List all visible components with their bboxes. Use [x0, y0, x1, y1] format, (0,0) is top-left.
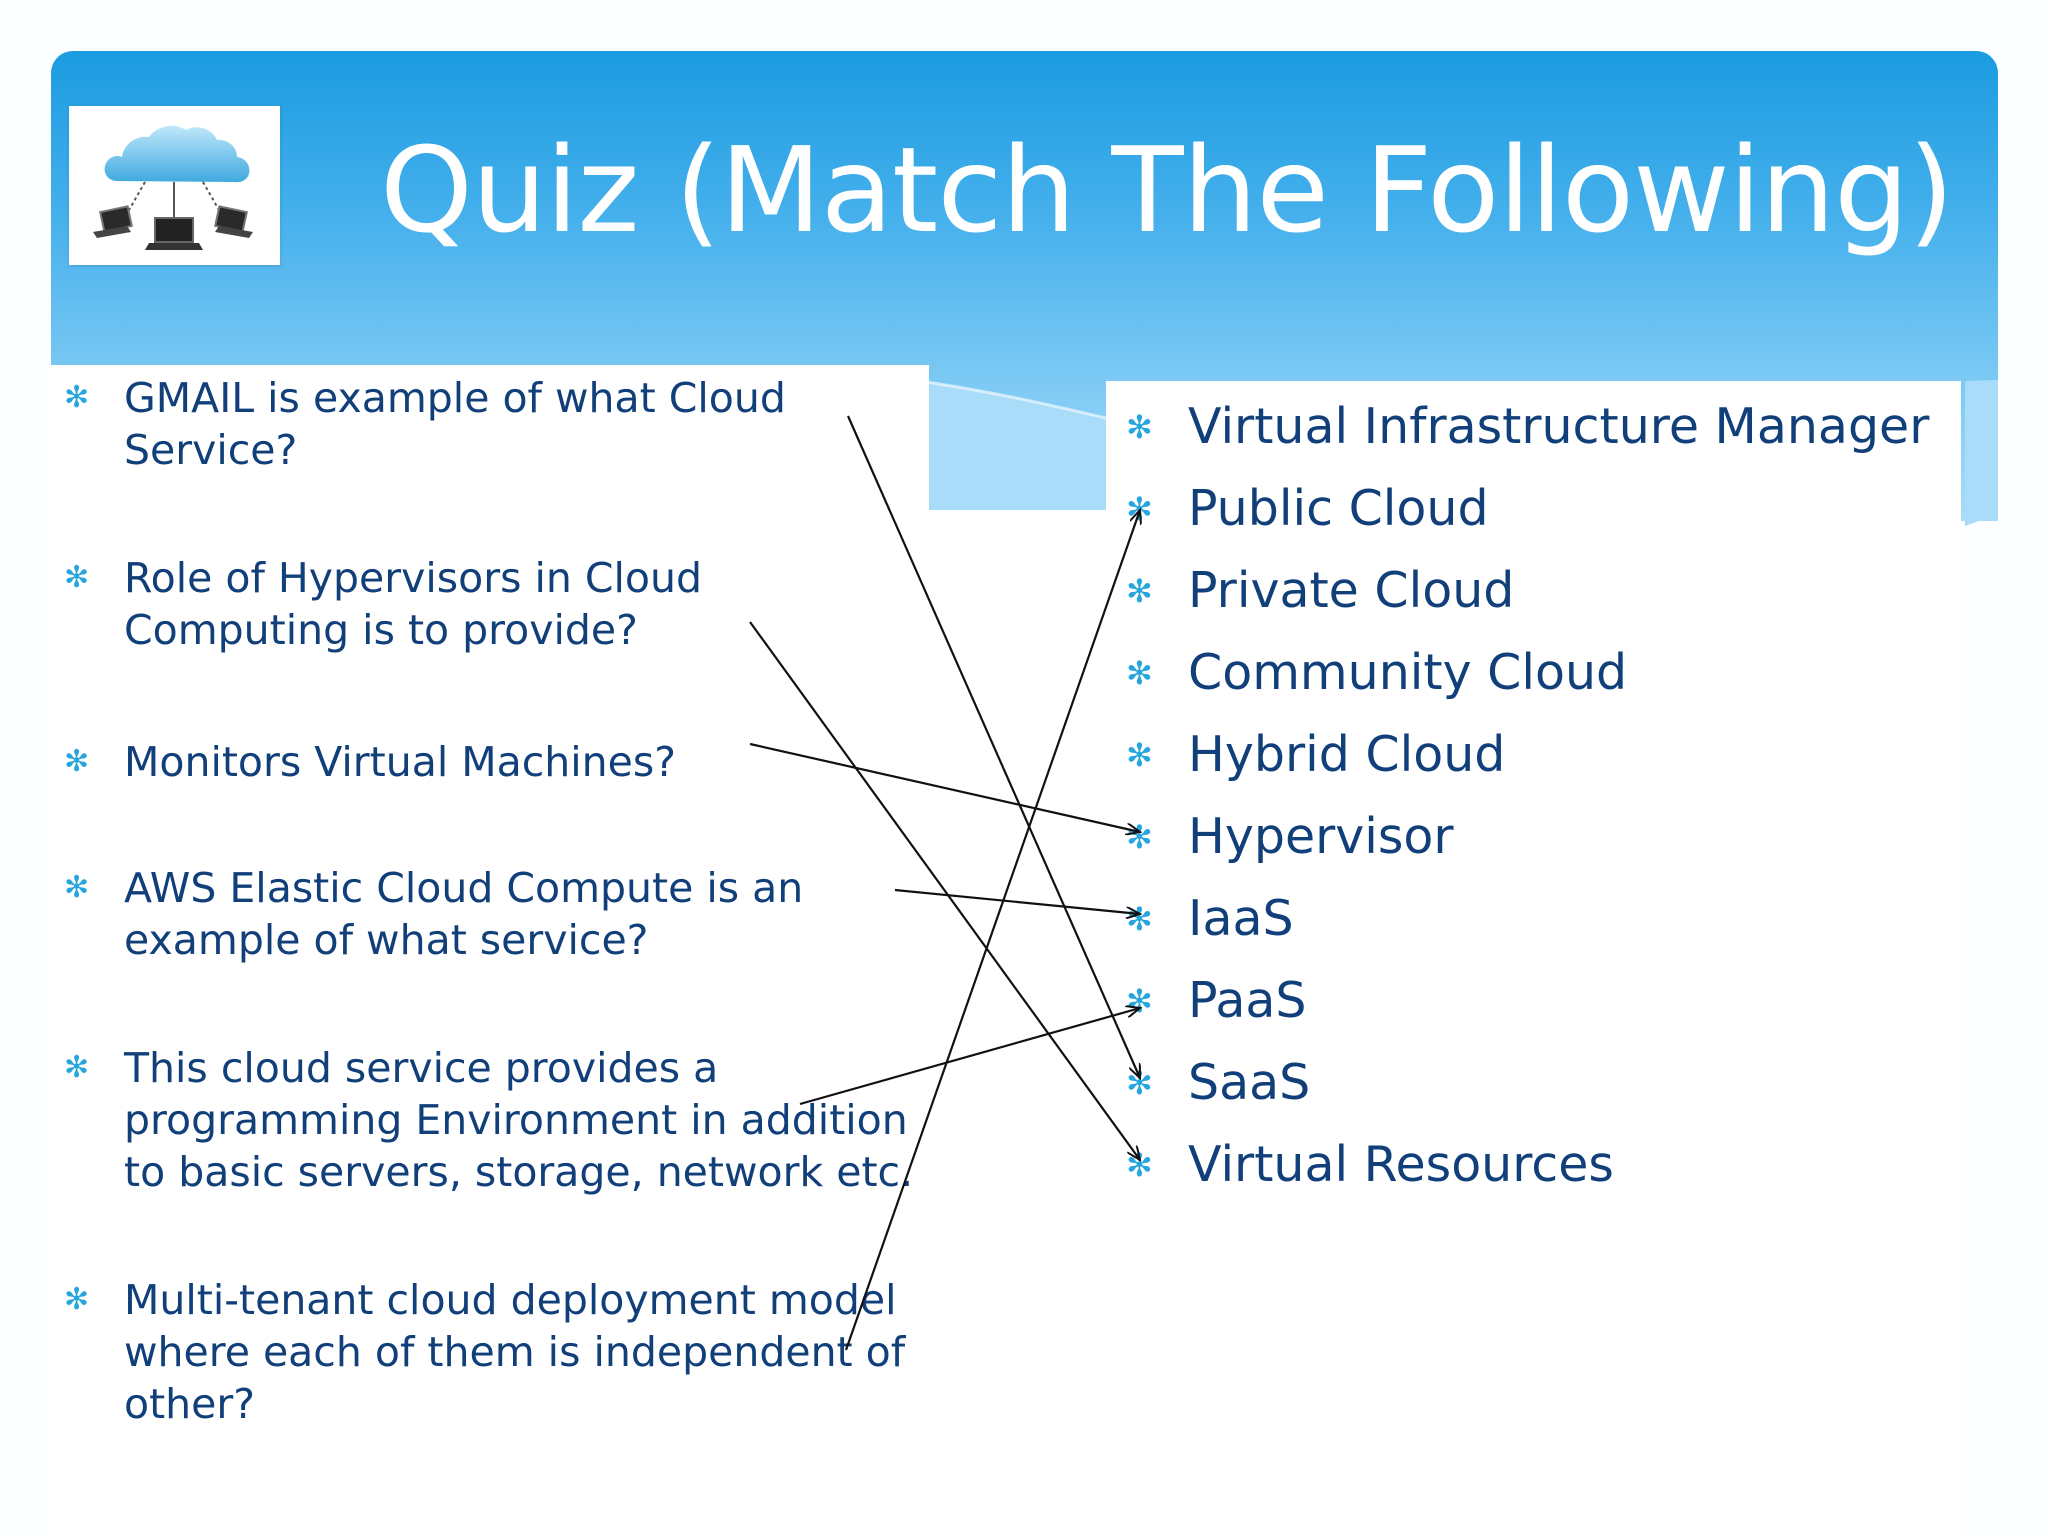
- question-text: AWS Elastic Cloud Compute is an example …: [124, 864, 804, 964]
- bullet-icon: ✻: [1126, 408, 1153, 446]
- bullet-icon: ✻: [1126, 1064, 1153, 1102]
- answer-text: Private Cloud: [1188, 562, 1515, 619]
- question-text: This cloud service provides a programmin…: [124, 1044, 914, 1196]
- answer-text: Public Cloud: [1188, 480, 1489, 537]
- answer-text: Community Cloud: [1188, 644, 1628, 701]
- answer-item: ✻ SaaS: [1120, 1048, 2000, 1128]
- bullet-icon: ✻: [1126, 900, 1153, 938]
- answer-text: IaaS: [1188, 890, 1294, 947]
- answer-text: Virtual Infrastructure Manager: [1188, 398, 1930, 455]
- bullet-icon: ✻: [1126, 982, 1153, 1020]
- answer-item: ✻ Private Cloud: [1120, 556, 2000, 636]
- question-text: Multi-tenant cloud deployment model wher…: [124, 1276, 906, 1428]
- answer-item: ✻ Virtual Resources: [1120, 1130, 2000, 1210]
- bullet-icon: ✻: [1126, 490, 1153, 528]
- answer-item: ✻ Hybrid Cloud: [1120, 720, 2000, 800]
- answer-item: ✻ PaaS: [1120, 966, 2000, 1046]
- answer-item: ✻ IaaS: [1120, 884, 2000, 964]
- answer-text: Hypervisor: [1188, 808, 1454, 865]
- right-content-area: [1106, 381, 1961, 1536]
- middle-content-area: [920, 510, 1120, 1536]
- bullet-icon: ✻: [1126, 818, 1153, 856]
- question-text: Role of Hypervisors in Cloud Computing i…: [124, 554, 703, 654]
- answer-item: ✻ Virtual Infrastructure Manager: [1120, 392, 2000, 472]
- answer-text: PaaS: [1188, 972, 1307, 1029]
- bullet-icon: ✻: [64, 870, 90, 905]
- question-text: Monitors Virtual Machines?: [124, 738, 676, 786]
- answer-text: Hybrid Cloud: [1188, 726, 1506, 783]
- page-title: Quiz (Match The Following): [380, 121, 1954, 259]
- bullet-icon: ✻: [64, 1050, 90, 1085]
- answer-text: Virtual Resources: [1188, 1136, 1614, 1193]
- question-text: GMAIL is example of what Cloud Service?: [124, 374, 786, 474]
- bullet-icon: ✻: [64, 560, 90, 595]
- bullet-icon: ✻: [1126, 654, 1153, 692]
- answer-text: SaaS: [1188, 1054, 1311, 1111]
- answer-item: ✻ Community Cloud: [1120, 638, 2000, 718]
- bullet-icon: ✻: [1126, 572, 1153, 610]
- bullet-icon: ✻: [1126, 736, 1153, 774]
- answer-item: ✻ Public Cloud: [1120, 474, 2000, 554]
- bullet-icon: ✻: [64, 1282, 90, 1317]
- bullet-icon: ✻: [1126, 1146, 1153, 1184]
- bullet-icon: ✻: [64, 744, 90, 779]
- bullet-icon: ✻: [64, 380, 90, 415]
- cloud-network-icon: [69, 106, 280, 265]
- answer-item: ✻ Hypervisor: [1120, 802, 2000, 882]
